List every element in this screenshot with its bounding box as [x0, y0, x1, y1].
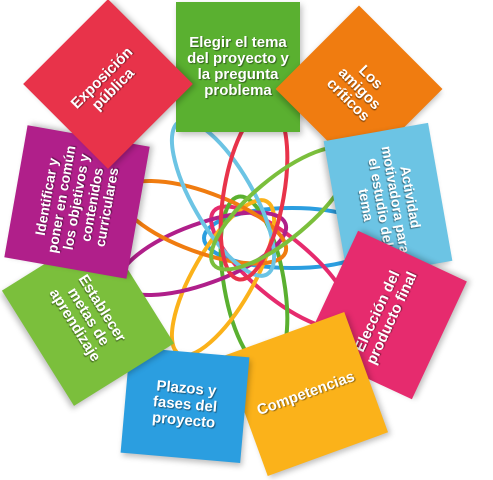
card-elegir-tema: Elegir el tema del proyecto y la pregunt… — [176, 2, 300, 132]
card-amigos-criticos-text: Los amigos críticos — [323, 61, 387, 125]
card-exposicion-publica-text: Exposición pública — [67, 43, 138, 114]
card-plazos-fases-text: Plazos y fases del proyecto — [151, 377, 218, 432]
card-competencias-text: Competencias — [254, 367, 357, 419]
card-establecer-metas-text: Establecer metas de aprendizaje — [45, 271, 130, 365]
card-elegir-tema-text: Elegir el tema del proyecto y la pregunt… — [187, 33, 289, 100]
